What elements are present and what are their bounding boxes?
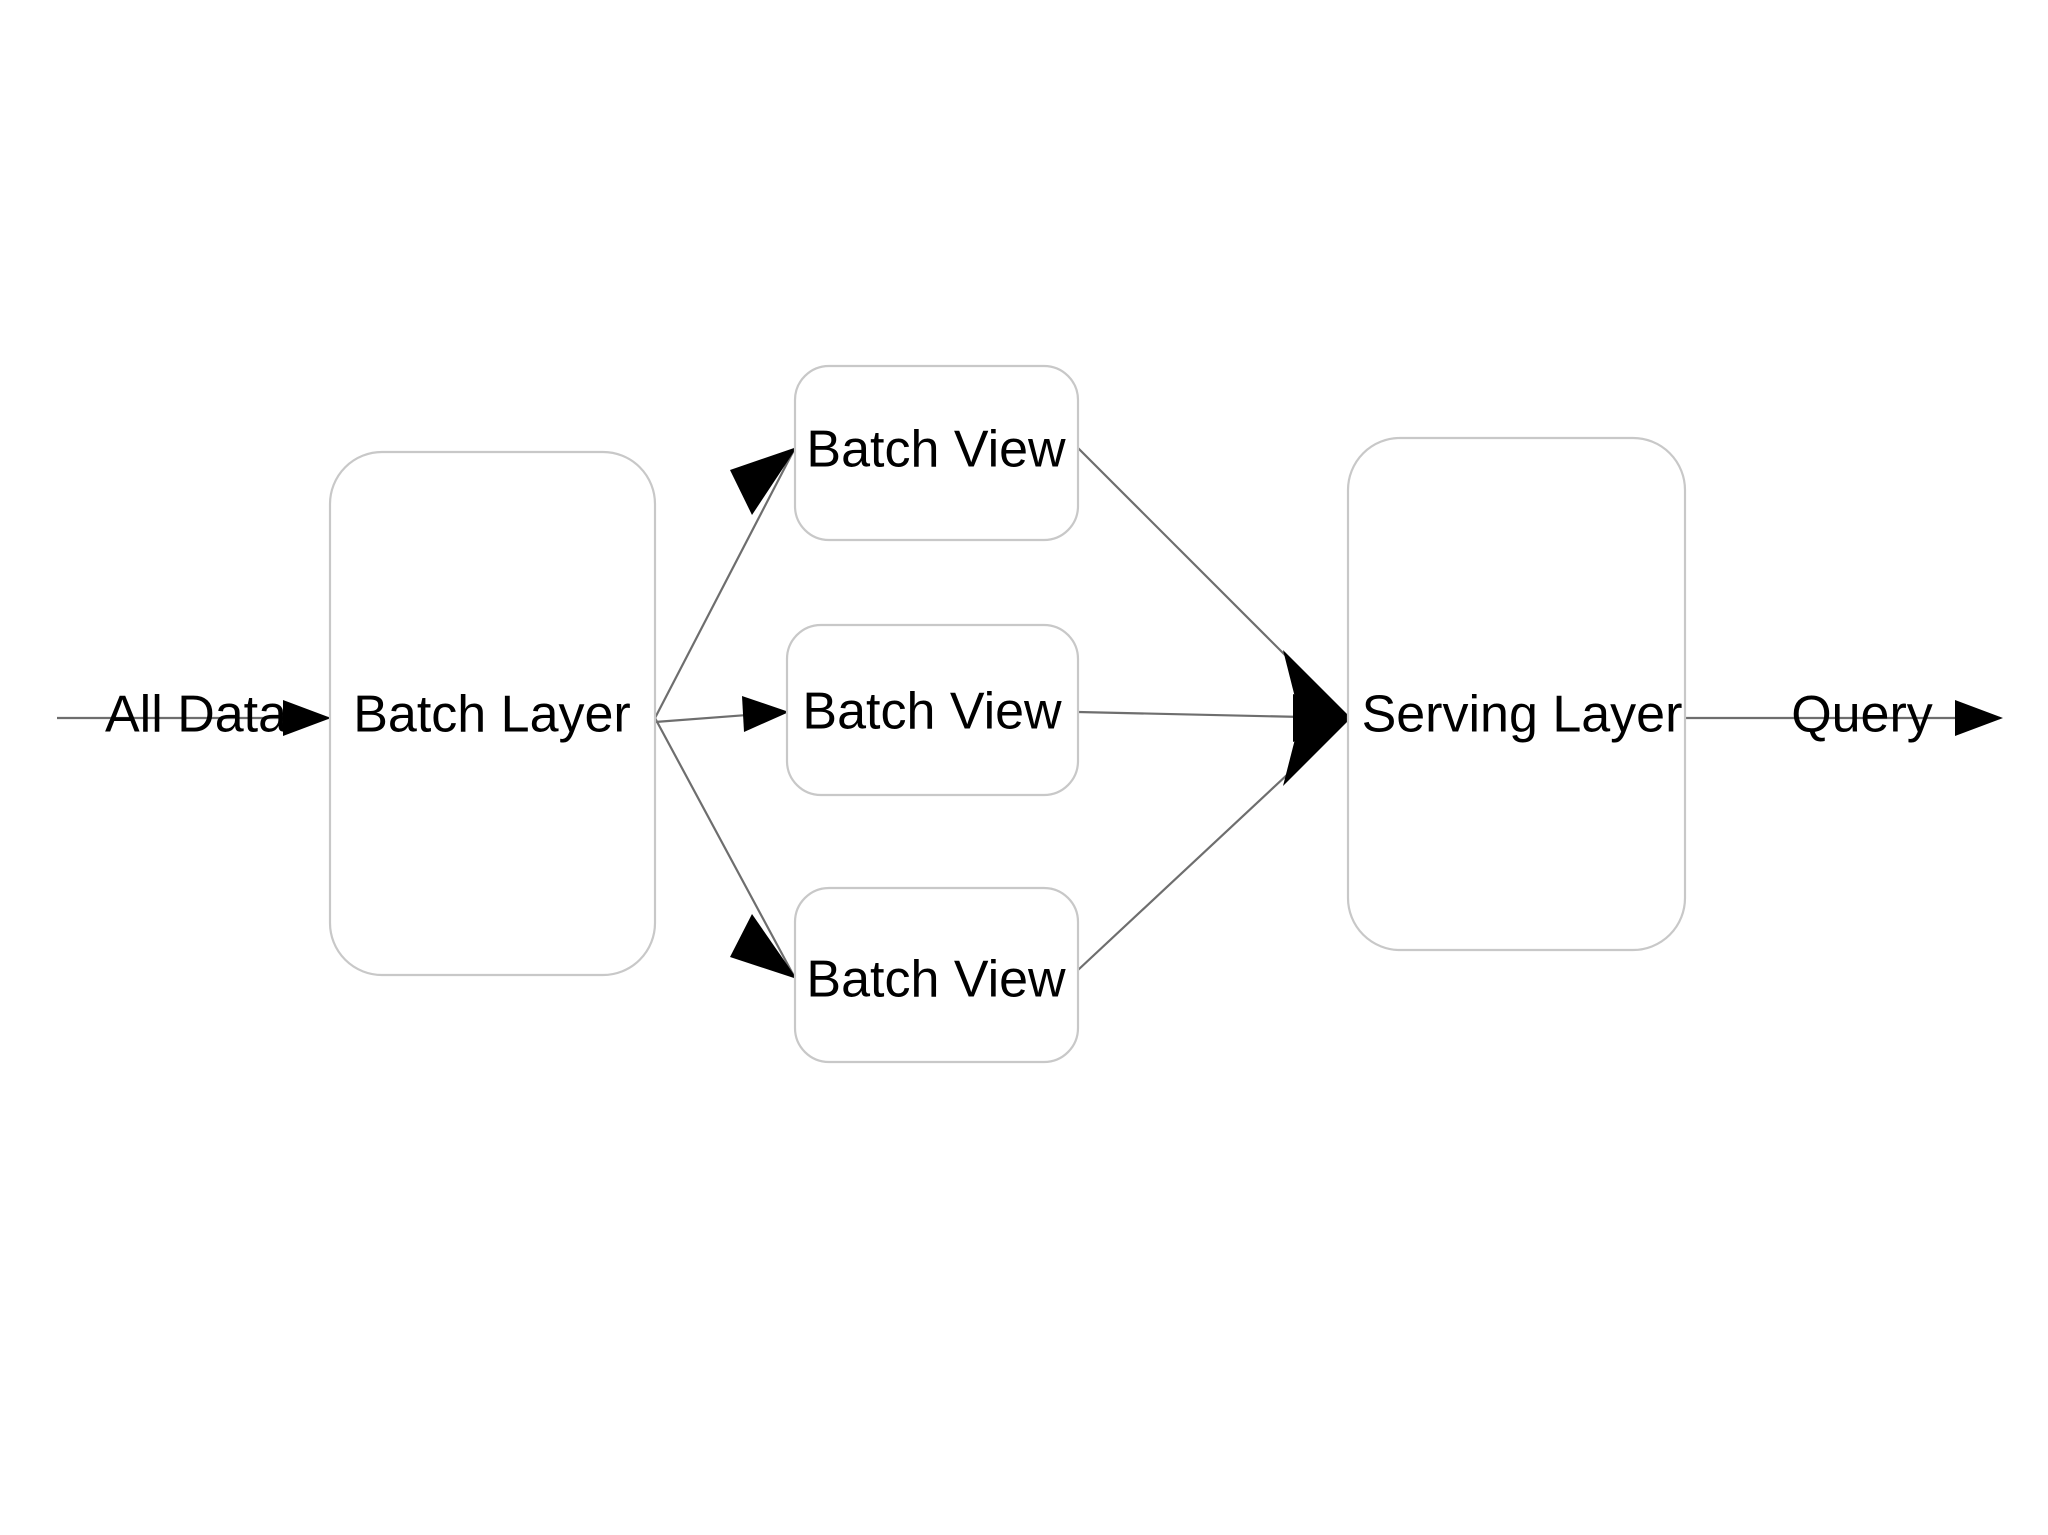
node-batch-view-2-label: Batch View bbox=[802, 683, 1062, 741]
node-serving-layer-shape[interactable] bbox=[1346, 436, 1687, 952]
node-batch-view-3-shape[interactable] bbox=[793, 886, 1080, 1064]
node-serving-layer[interactable]: Serving Layer bbox=[1346, 436, 1687, 952]
node-batch-view-3-label: Batch View bbox=[806, 951, 1066, 1009]
node-batch-view-1-label: Batch View bbox=[806, 421, 1066, 479]
edge-batchlayer-to-batchview-2-arrowhead-icon bbox=[742, 696, 789, 732]
node-serving-layer-label: Serving Layer bbox=[1362, 686, 1683, 744]
edge-all-data-arrowhead-icon bbox=[283, 700, 331, 736]
edge-batchview-3-to-servinglayer bbox=[1077, 700, 1350, 971]
edge-label-query: Query bbox=[1791, 686, 1933, 744]
edge-batchlayer-to-batchview-3-arrowhead-icon bbox=[730, 914, 797, 979]
edge-label-all-data: All Data bbox=[105, 686, 287, 744]
node-batch-layer-label: Batch Layer bbox=[353, 686, 631, 744]
node-batch-view-2-shape[interactable] bbox=[785, 623, 1080, 797]
node-batch-layer-shape[interactable] bbox=[328, 450, 657, 977]
edge-batchlayer-to-batchview-3-line bbox=[654, 717, 796, 979]
node-batch-layer[interactable]: Batch Layer bbox=[328, 450, 657, 977]
node-batch-view-2[interactable]: Batch View bbox=[785, 623, 1080, 797]
edge-batchlayer-to-batchview-2 bbox=[654, 696, 789, 732]
edge-batchview-1-to-servinglayer bbox=[1077, 447, 1350, 737]
node-batch-view-1-shape[interactable] bbox=[793, 364, 1080, 542]
edge-batchlayer-to-batchview-3 bbox=[654, 717, 797, 979]
edge-batchlayer-to-batchview-1-line bbox=[654, 447, 796, 719]
edge-query-arrowhead-icon bbox=[1955, 700, 2003, 736]
edge-query bbox=[1685, 700, 2003, 736]
node-batch-view-3[interactable]: Batch View bbox=[793, 886, 1080, 1064]
edge-batchlayer-to-batchview-1-arrowhead-icon bbox=[730, 447, 797, 515]
node-batch-view-1[interactable]: Batch View bbox=[793, 364, 1080, 542]
edge-batchlayer-to-batchview-1 bbox=[654, 447, 797, 719]
edge-batchview-3-to-servinglayer-arrowhead-icon bbox=[1283, 700, 1350, 786]
edge-all-data bbox=[57, 700, 331, 736]
